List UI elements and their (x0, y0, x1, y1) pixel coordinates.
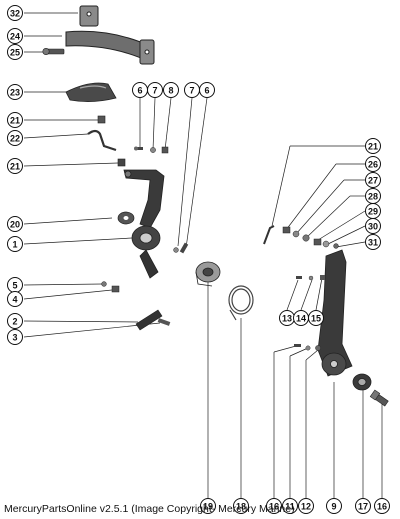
callout-circle (7, 329, 23, 345)
callout-number: 28 (368, 192, 378, 202)
callout-number: 7 (189, 86, 194, 96)
callout-circle (365, 138, 381, 154)
callout-number: 5 (12, 281, 17, 291)
callout-number: 23 (10, 88, 20, 98)
screw-3 (157, 318, 171, 326)
callout-number: 15 (311, 314, 321, 324)
callout-number: 20 (10, 220, 20, 230)
callout-number: 22 (10, 134, 20, 144)
bolt-16 (369, 389, 389, 407)
lever-arm-9 (317, 249, 353, 377)
screw-6 (134, 146, 143, 151)
callout-number: 2 (12, 317, 17, 327)
callout-number: 31 (368, 238, 378, 248)
callout-number: 21 (10, 116, 20, 126)
callout-number: 29 (368, 207, 378, 217)
callout-number: 9 (331, 502, 336, 512)
callout-circle (7, 158, 23, 174)
callout-number: 17 (358, 502, 368, 512)
callout-circle (365, 218, 381, 234)
callout-circle (7, 313, 23, 329)
callout-number: 11 (285, 502, 295, 512)
callout-number: 32 (10, 9, 20, 19)
callout-number: 7 (152, 86, 157, 96)
callout-circle (365, 156, 381, 172)
screw-25 (42, 47, 65, 55)
callout-number: 25 (10, 48, 20, 58)
link-2 (135, 309, 163, 331)
callout-number: 1 (12, 240, 17, 250)
bushing-17 (352, 373, 372, 391)
callout-circle (298, 498, 314, 514)
small-parts-13-15 (296, 275, 325, 281)
cam-part-1 (131, 225, 161, 279)
nut-4 (111, 285, 120, 293)
link-rod-22 (87, 129, 117, 152)
callout-circle (7, 236, 23, 252)
callout-circle (7, 130, 23, 146)
leader-lines (23, 12, 383, 498)
spring-18 (228, 285, 254, 321)
callout-number: 6 (137, 86, 142, 96)
washer-5 (101, 281, 107, 287)
callout-number: 19 (203, 502, 213, 512)
callout-number: 4 (12, 295, 17, 305)
callout-circle (266, 498, 282, 514)
callout-circle (326, 498, 342, 514)
callout-number: 14 (296, 314, 306, 324)
coupler-19 (195, 261, 221, 287)
callout-circle (200, 498, 216, 514)
callout-number: 21 (10, 162, 20, 172)
callout-number: 16 (377, 502, 387, 512)
callout-circle (7, 28, 23, 44)
callout-circle (233, 498, 249, 514)
small-parts-16-12 (294, 344, 321, 351)
nut-8 (161, 146, 169, 154)
callout-circle (365, 172, 381, 188)
callout-circle (7, 291, 23, 307)
callout-circle (199, 82, 215, 98)
bracket-part (65, 5, 155, 65)
callout-number: 21 (368, 142, 378, 152)
cover-part-23 (65, 82, 117, 102)
callout-number: 27 (368, 176, 378, 186)
washer-7 (150, 147, 156, 153)
callout-number: 8 (168, 86, 173, 96)
screw-6-lower (179, 242, 189, 254)
nut-21-mid (117, 158, 126, 167)
callout-circle (163, 82, 179, 98)
link-21-right (263, 225, 275, 245)
callout-circle (282, 498, 298, 514)
callout-circle (147, 82, 163, 98)
callout-number: 30 (368, 222, 378, 232)
callout-circle (7, 216, 23, 232)
image-caption: MercuryPartsOnline v2.5.1 (Image Copyrig… (4, 503, 295, 515)
callout-circle (7, 112, 23, 128)
callout-circle (355, 498, 371, 514)
washer-7-lower (173, 247, 179, 253)
callout-circle (374, 498, 390, 514)
small-parts-26-31 (282, 226, 339, 249)
callout-number: 6 (204, 86, 209, 96)
callout-circle (7, 84, 23, 100)
callout-number: 24 (10, 32, 20, 42)
callout-number: 3 (12, 333, 17, 343)
callout-number: 16 (269, 502, 279, 512)
callout-circle (365, 234, 381, 250)
callout-number: 12 (301, 502, 311, 512)
nut-21-top (97, 115, 106, 124)
callout-circle (308, 310, 324, 326)
callout-number: 26 (368, 160, 378, 170)
callout-circle (7, 5, 23, 21)
callout-number: 13 (282, 314, 292, 324)
callout-circle (7, 44, 23, 60)
callout-number: 18 (236, 502, 246, 512)
